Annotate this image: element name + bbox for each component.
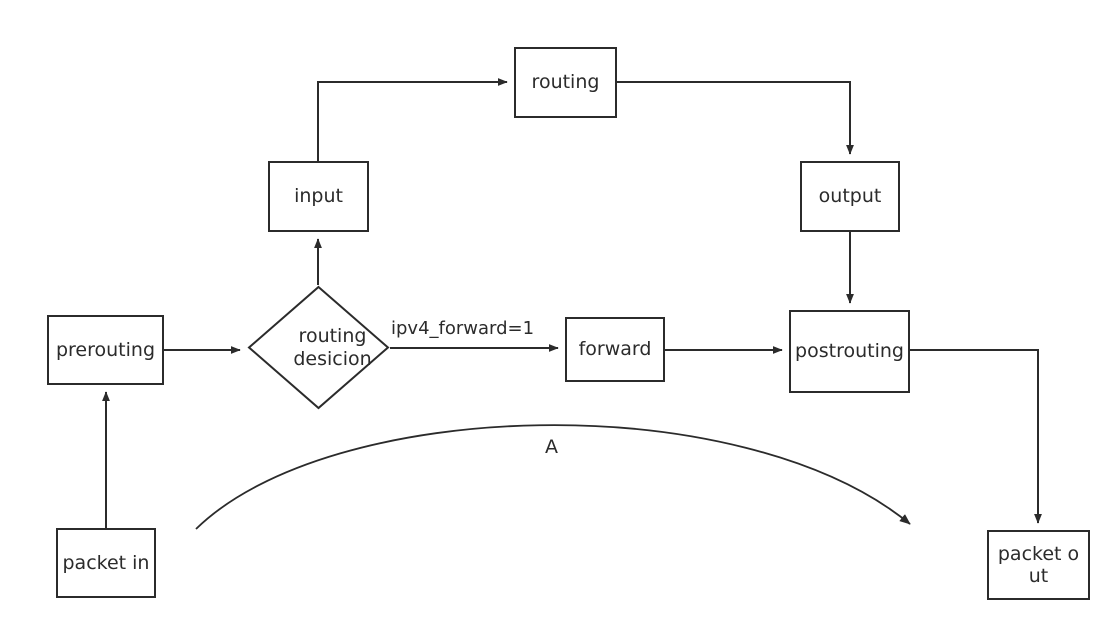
node-packet-in-label: packet in bbox=[62, 551, 150, 574]
node-packet-in[interactable]: packet in bbox=[56, 528, 156, 598]
diamond-shape bbox=[247, 285, 390, 410]
node-forward[interactable]: forward bbox=[565, 317, 665, 382]
node-routing-label: routing bbox=[531, 71, 600, 94]
edge-arc-a bbox=[195, 424, 911, 530]
node-packet-out[interactable]: packet out bbox=[987, 530, 1090, 600]
node-postrouting[interactable]: postrouting bbox=[789, 310, 910, 393]
node-input[interactable]: input bbox=[268, 161, 369, 232]
edge-label-ipv4-forward: ipv4_forward=1 bbox=[391, 318, 535, 339]
edge-input-routing bbox=[317, 78, 508, 161]
node-postrouting-label: postrouting bbox=[795, 340, 904, 363]
node-routing-decision-label: routing desicion bbox=[293, 325, 372, 370]
node-prerouting[interactable]: prerouting bbox=[47, 315, 164, 385]
node-output[interactable]: output bbox=[800, 161, 900, 232]
node-forward-label: forward bbox=[578, 338, 652, 361]
node-routing[interactable]: routing bbox=[514, 47, 617, 118]
edge-label-arc-a: A bbox=[545, 436, 558, 458]
node-packet-out-label: packet out bbox=[997, 542, 1080, 587]
node-prerouting-label: prerouting bbox=[55, 338, 156, 361]
node-input-label: input bbox=[294, 185, 343, 208]
node-output-label: output bbox=[818, 185, 882, 208]
edge-routing-output bbox=[617, 81, 854, 155]
node-routing-decision[interactable]: routing desicion bbox=[247, 285, 390, 410]
edge-postrouting-packetout bbox=[910, 349, 1042, 524]
